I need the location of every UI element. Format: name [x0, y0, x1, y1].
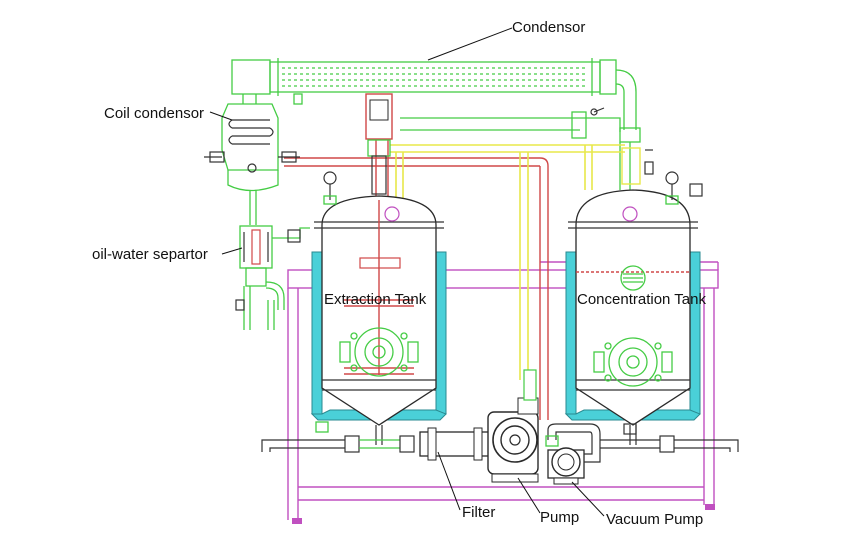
support-frame: [287, 261, 719, 524]
pump-label: Pump: [540, 509, 579, 526]
vapor-line: [400, 107, 654, 190]
coil-condenser-leader: [209, 111, 233, 121]
filter-unit: [419, 427, 491, 461]
concentration-tank-vessel: [564, 171, 703, 445]
extraction-tank-label: Extraction Tank: [324, 291, 427, 308]
vacuum-pump-unit: [545, 423, 601, 485]
filter-label: Filter: [462, 504, 495, 521]
extraction-tank-vessel: [310, 171, 447, 445]
condenser-unit: [231, 58, 637, 130]
condenser-tube-pattern: [282, 67, 588, 87]
separator-leader: [221, 247, 243, 255]
bottom-piping: [261, 423, 739, 453]
red-pipes: [284, 95, 549, 420]
condenser-label: Condensor: [512, 19, 585, 36]
coil-condenser-label: Coil condensor: [104, 105, 204, 122]
yellow-pipes: [390, 144, 625, 380]
oil-water-separator-unit: [235, 225, 310, 330]
vacuum-pump-label: Vacuum Pump: [606, 511, 703, 528]
coil-condenser-unit: [204, 103, 300, 225]
vacuum-pump-leader: [571, 481, 605, 517]
pump-leader: [517, 477, 541, 514]
frame-foot-right: [705, 504, 715, 510]
concentration-tank-label: Concentration Tank: [577, 291, 706, 308]
coil-condenser-coils: [228, 119, 274, 145]
frame-foot-left: [292, 518, 302, 524]
filter-leader: [437, 451, 461, 511]
pump-unit: [487, 369, 539, 483]
agitator-motor: [365, 93, 393, 195]
condenser-leader: [427, 27, 513, 61]
oil-water-separator-label: oil-water separtor: [92, 246, 208, 263]
leader-lines: [209, 27, 605, 517]
